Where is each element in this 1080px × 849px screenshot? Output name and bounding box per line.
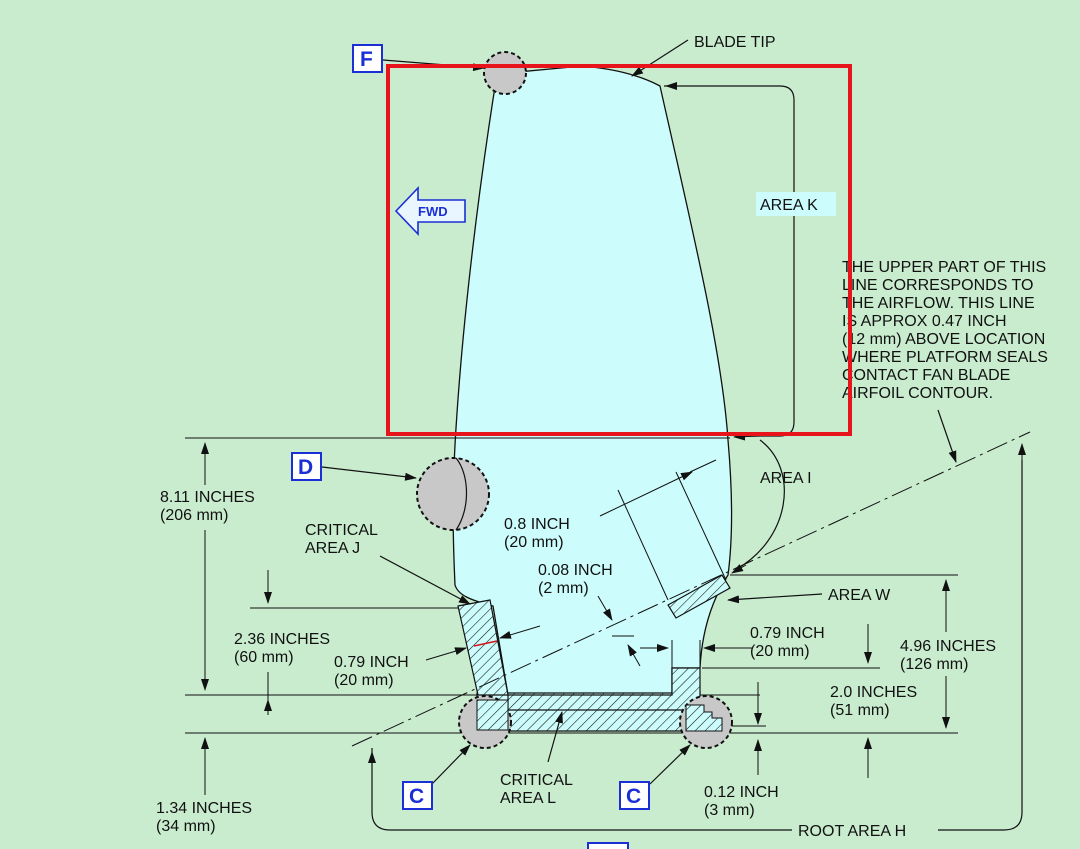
fwd-label: FWD (418, 204, 448, 219)
root-area-h-bracket (371, 748, 792, 831)
airflow-line (351, 431, 1031, 747)
area-i-bracket (734, 439, 785, 571)
area-i-label: AREA I (760, 470, 812, 487)
dim-0-79-right-text-mm: (20 mm) (750, 643, 810, 660)
area-i-arrow (731, 564, 747, 574)
root-area-h-bracket-right (938, 460, 1023, 831)
dim-0-79-right-text: 0.79 INCH (750, 625, 825, 642)
highlight-box (386, 64, 852, 436)
airflow-note: THE UPPER PART OF THIS LINE CORRESPONDS … (842, 259, 1048, 402)
note-line-3: THE AIRFLOW. THIS LINE (842, 295, 1035, 312)
callout-d-label: D (298, 456, 313, 479)
dim-0-8-text-mm: (20 mm) (504, 534, 564, 551)
callout-d[interactable]: D (291, 452, 322, 481)
note-line-8: AIRFOIL CONTOUR. (842, 385, 993, 402)
area-k-label-bg (756, 192, 836, 216)
dim-8-11-text-mm: (206 mm) (160, 507, 228, 524)
callout-d-leader (321, 466, 417, 481)
critical-area-j-label-2: AREA J (305, 540, 360, 557)
dim-0-08-arrow-b (627, 644, 641, 667)
note-line-6: WHERE PLATFORM SEALS (842, 349, 1048, 366)
detail-circle-d-edge (455, 457, 468, 531)
detail-circle-d (416, 457, 490, 531)
dim-0-79-left-text-mm: (20 mm) (334, 672, 394, 689)
callout-c-left[interactable]: C (402, 781, 433, 810)
dim-0-08-text: 0.08 INCH (538, 562, 613, 579)
critical-area-j-leader (379, 555, 471, 605)
root-area-h-label: ROOT AREA H (798, 823, 906, 840)
critical-area-l-label-1: CRITICAL (500, 772, 573, 789)
area-k-arrow-bottom (733, 432, 761, 441)
fwd-arrow: FWD (394, 186, 466, 236)
dim-1-34-text: 1.34 INCHES (156, 800, 252, 817)
detail-circle-c-left-hatch (476, 699, 509, 731)
dim-0-12-text: 0.12 INCH (704, 784, 779, 801)
callout-partial-box (587, 842, 629, 849)
fwd-arrow-icon (394, 186, 466, 236)
dim-2-0-text: 2.0 INCHES (830, 684, 917, 701)
dim-2-0-text-mm: (51 mm) (830, 702, 890, 719)
callout-c-right-box (619, 781, 650, 810)
callout-c-left-box (402, 781, 433, 810)
dim-0-8-ext-b (675, 471, 727, 581)
callout-c-left-label: C (409, 785, 424, 808)
callout-c-left-leader (431, 744, 471, 785)
callout-f[interactable]: F (352, 44, 383, 73)
callout-c-right-label: C (626, 785, 641, 808)
dim-2-36-text: 2.36 INCHES (234, 631, 330, 648)
dim-1-34-text-mm: (34 mm) (156, 818, 216, 835)
dim-8-11-text: 8.11 INCHES (160, 489, 255, 506)
dim-2-36-text-mm: (60 mm) (234, 649, 294, 666)
dim-4-96-text: 4.96 INCHES (900, 638, 996, 655)
critical-area-j-red-mark (473, 640, 498, 647)
area-k-label: AREA K (760, 197, 818, 214)
callout-d-box (291, 452, 322, 481)
note-line-5: (12 mm) ABOVE LOCATION (842, 331, 1045, 348)
note-leader (937, 409, 957, 463)
dim-0-8-line-b (689, 459, 717, 473)
dim-0-12-text-mm: (3 mm) (704, 802, 755, 819)
blade-tip-label: BLADE TIP (694, 34, 776, 51)
detail-circle-c-right-hatch (685, 704, 723, 732)
dim-0-79-left-text: 0.79 INCH (334, 654, 409, 671)
note-line-4: IS APPROX 0.47 INCH (842, 313, 1007, 330)
note-line-7: CONTACT FAN BLADE (842, 367, 1010, 384)
dim-0-8-ext-a (617, 489, 669, 601)
fan-blade-outline (452, 65, 733, 696)
dim-0-79-left-leader2 (499, 625, 541, 639)
area-w-label: AREA W (828, 587, 891, 604)
detail-circle-f (483, 51, 527, 95)
dim-0-08-text-mm: (2 mm) (538, 580, 589, 597)
note-line-1: THE UPPER PART OF THIS (842, 259, 1046, 276)
callout-c-right-leader (649, 744, 691, 785)
area-w-hatch (667, 574, 731, 619)
dim-0-08-arrow-a (597, 595, 613, 621)
dim-0-8-text: 0.8 INCH (504, 516, 570, 533)
dim-4-96-text-mm: (126 mm) (900, 656, 968, 673)
callout-f-label: F (360, 48, 373, 71)
dim-0-8-line (599, 471, 693, 517)
critical-area-l-label-2: AREA L (500, 790, 556, 807)
critical-area-j-label-1: CRITICAL (305, 522, 378, 539)
callout-f-box (352, 44, 383, 73)
critical-area-l-leader (547, 711, 563, 763)
dim-0-79-left-leader (425, 647, 467, 661)
callout-c-right[interactable]: C (619, 781, 650, 810)
note-line-2: LINE CORRESPONDS TO (842, 277, 1033, 294)
area-w-leader (727, 593, 823, 604)
blade-tip-leader (631, 39, 689, 77)
